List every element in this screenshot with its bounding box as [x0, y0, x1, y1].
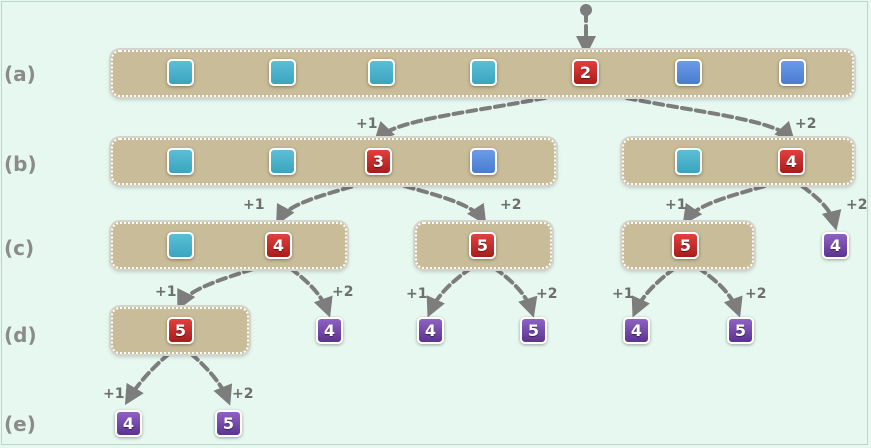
purple-leaf: 5	[215, 410, 242, 437]
blue-square	[470, 148, 497, 175]
red-node: 4	[265, 232, 292, 259]
link-b2-c4	[789, 176, 842, 231]
panel-d1	[111, 307, 249, 354]
teal-square	[368, 59, 395, 86]
step-label-plus1: +1	[665, 197, 687, 213]
step-label-plus2: +2	[846, 197, 868, 213]
teal-square	[167, 59, 194, 86]
step-label-plus2: +2	[795, 116, 817, 132]
purple-leaf: 4	[417, 317, 444, 344]
row-label-e: (e)	[4, 412, 36, 436]
step-label-plus1: +1	[155, 284, 177, 300]
blue-square	[675, 59, 702, 86]
step-label-plus2: +2	[536, 286, 558, 302]
blue-square	[779, 59, 806, 86]
step-label-plus2: +2	[745, 286, 767, 302]
red-node: 5	[469, 232, 496, 259]
purple-leaf: 4	[623, 317, 650, 344]
step-label-plus1: +1	[356, 116, 378, 132]
row-label-d: (d)	[4, 323, 37, 347]
teal-square	[470, 59, 497, 86]
red-node: 3	[365, 148, 392, 175]
step-label-plus1: +1	[103, 386, 125, 402]
red-node: 5	[167, 317, 194, 344]
purple-leaf: 4	[316, 317, 343, 344]
red-node: 2	[572, 59, 599, 86]
purple-leaf: 4	[115, 410, 142, 437]
teal-square	[167, 148, 194, 175]
row-label-c: (c)	[4, 236, 35, 260]
panel-c1	[111, 222, 347, 269]
step-label-plus2: +2	[332, 284, 354, 300]
step-label-plus1: +1	[612, 286, 634, 302]
red-node: 5	[672, 232, 699, 259]
purple-leaf: 5	[520, 317, 547, 344]
teal-square	[269, 59, 296, 86]
teal-square	[269, 148, 296, 175]
step-label-plus1: +1	[243, 197, 265, 213]
red-node: 4	[778, 148, 805, 175]
purple-leaf: 5	[727, 317, 754, 344]
purple-leaf: 4	[822, 232, 849, 259]
row-label-a: (a)	[4, 62, 36, 86]
entry-point-icon	[580, 4, 592, 16]
step-label-plus1: +1	[406, 286, 428, 302]
step-label-plus2: +2	[232, 386, 254, 402]
teal-square	[675, 148, 702, 175]
teal-square	[167, 232, 194, 259]
step-label-plus2: +2	[500, 197, 522, 213]
panel-b2	[622, 138, 854, 185]
row-label-b: (b)	[4, 152, 37, 176]
